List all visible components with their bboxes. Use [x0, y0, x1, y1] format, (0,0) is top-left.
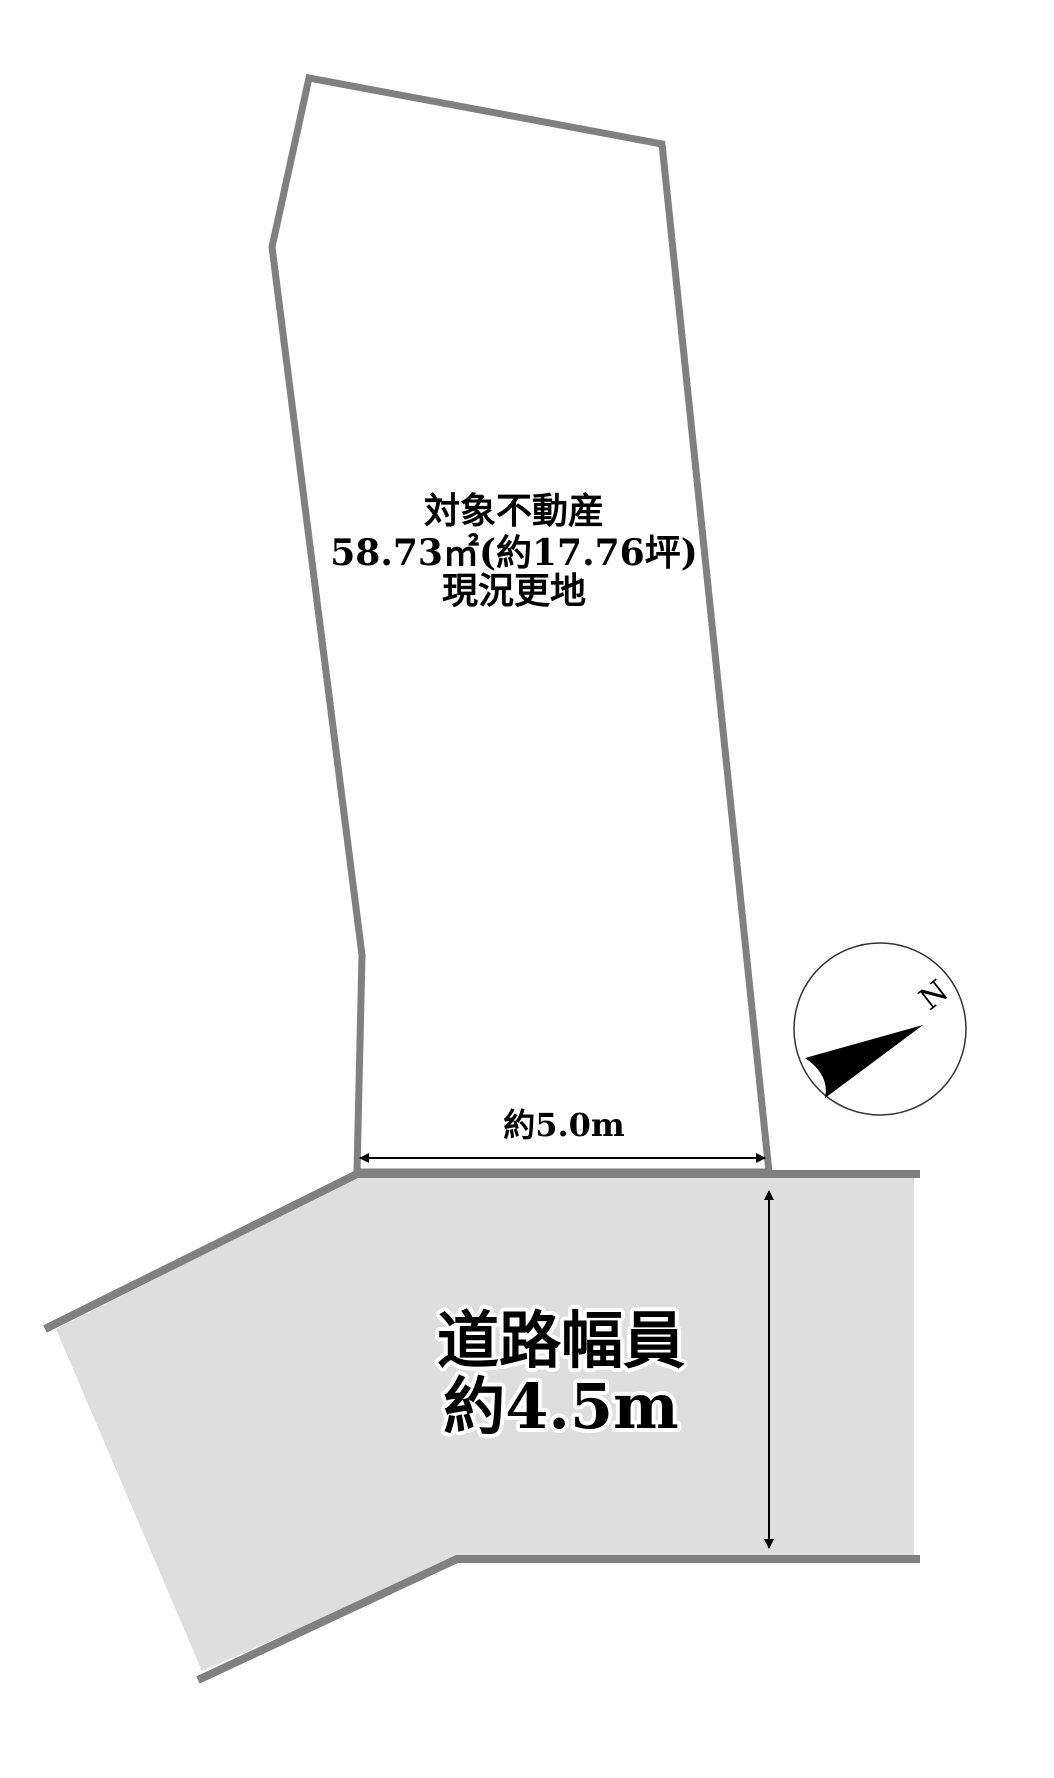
- parcel-title: 対象不動産: [424, 490, 604, 532]
- road-label: 道路幅員: [437, 1304, 685, 1377]
- road-width-label: 約4.5m: [443, 1370, 678, 1443]
- road-area: [56, 1177, 914, 1671]
- parcel-boundary: [268, 73, 773, 1176]
- road-edge-south: [196, 1555, 920, 1684]
- parcel-status: 現況更地: [442, 570, 586, 612]
- north-arrow-icon: N: [793, 942, 967, 1116]
- frontage-label: 約5.0m: [503, 1106, 625, 1144]
- parcel-area: 58.73㎡(約17.76坪): [330, 532, 698, 574]
